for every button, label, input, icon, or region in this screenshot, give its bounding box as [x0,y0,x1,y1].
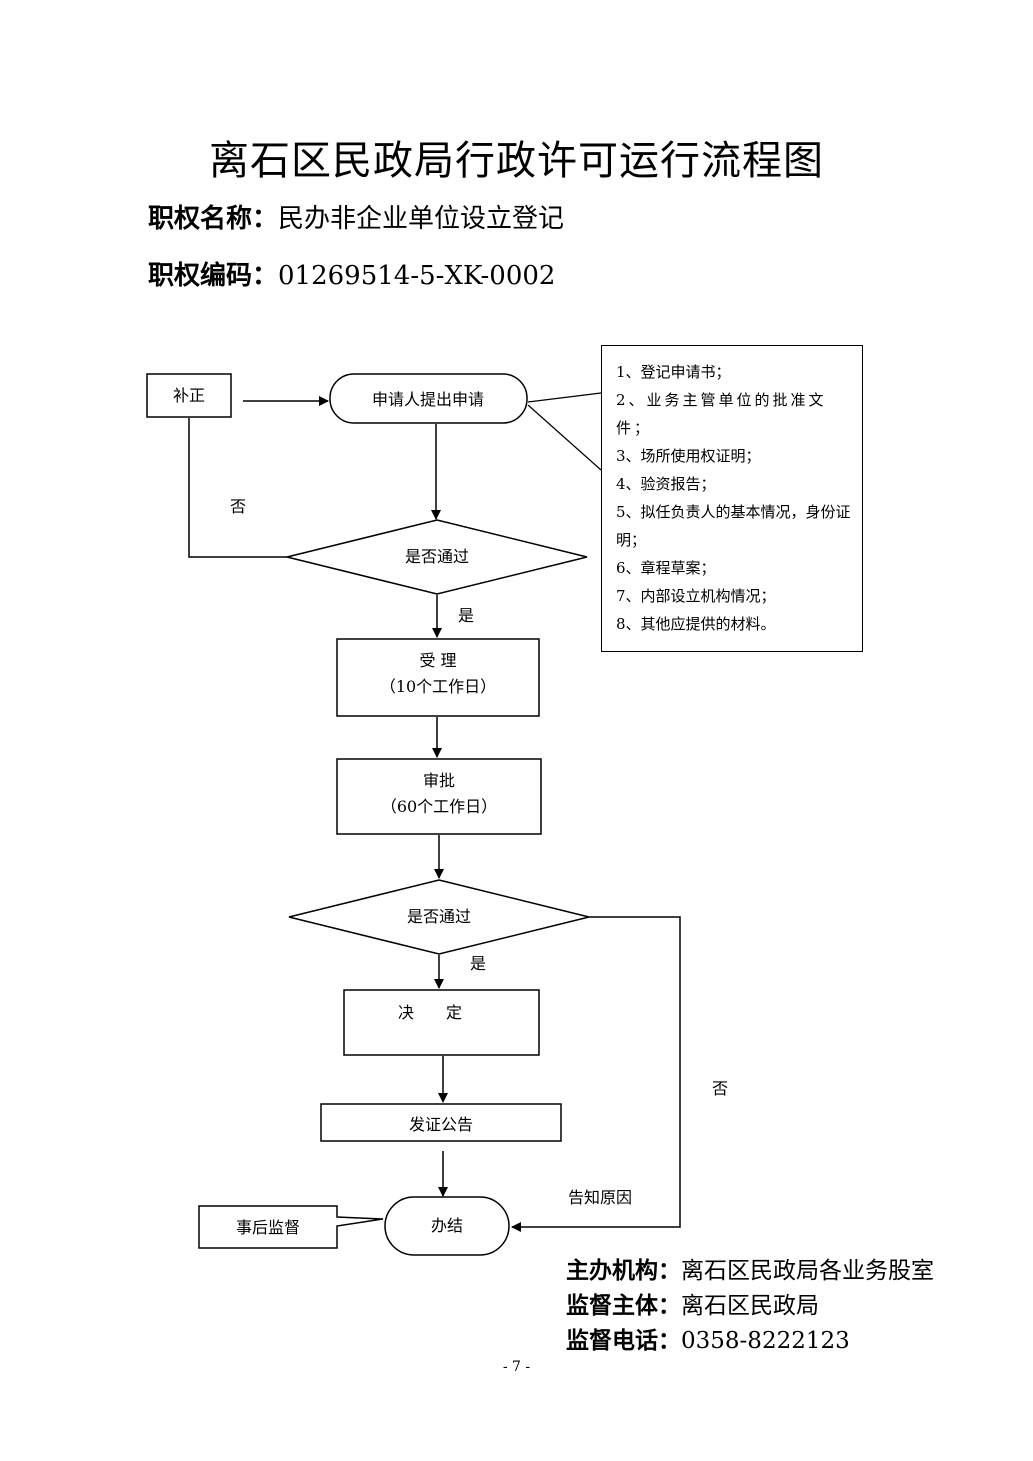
material-item: 6、章程草案； [616,559,716,577]
footer-sup-value: 离石区民政局 [681,1293,819,1319]
footer-tel: 监督电话：0358-8222123 [566,1324,934,1359]
decision2-label: 是否通过 [407,907,471,926]
material-item: 2、业务主管单位的批准文件； [616,391,827,437]
accept-box [336,638,540,717]
accept-title: 受 理 [419,651,456,670]
page-number: - 7 - [502,1359,531,1375]
label-yes-2: 是 [470,954,486,973]
decide-label: 决 定 [398,1003,462,1022]
edge-decision1-no [188,418,287,558]
page-title: 离石区民政局行政许可运行流程图 [209,138,824,184]
decision2-node [288,879,590,955]
finish-label: 办结 [431,1216,463,1235]
decision1-label: 是否通过 [405,547,469,566]
footer-org-label: 主办机构： [566,1258,681,1284]
material-item: 4、验资报告； [616,475,716,493]
approve-days: （60个工作日） [381,797,497,816]
apply-label: 申请人提出申请 [372,390,484,409]
material-item: 5、拟任负责人的基本情况，身份证明； [616,503,851,549]
materials-callout-2 [527,404,602,471]
certificate-label: 发证公告 [409,1115,473,1134]
label-reason: 告知原因 [568,1188,632,1207]
edge-decision2-no [511,916,681,1232]
correction-box [146,373,232,418]
correction-label: 补正 [173,386,205,405]
authority-code-label: 职权编码： [148,261,279,291]
authority-name-label: 职权名称： [148,204,279,234]
approve-title: 审批 [423,771,455,790]
apply-node [329,373,528,424]
material-item: 8、其他应提供的材料。 [616,615,776,633]
materials-callout [527,392,602,403]
material-item: 1、登记申请书； [616,363,731,381]
footer-sup-label: 监督主体： [566,1293,681,1319]
finish-node [384,1196,510,1256]
authority-name-value: 民办非企业单位设立登记 [278,204,565,234]
authority-name: 职权名称：民办非企业单位设立登记 [148,198,564,235]
footer-org: 主办机构：离石区民政局各业务股室 [566,1254,934,1289]
authority-code-value: 01269514-5-XK-0002 [278,261,556,291]
accept-days: （10个工作日） [380,677,496,696]
material-item: 3、场所使用权证明； [616,447,761,465]
footer-tel-value: 0358-8222123 [681,1328,850,1354]
authority-code: 职权编码：01269514-5-XK-0002 [148,255,555,292]
label-no-1: 否 [230,497,246,516]
supervise-label: 事后监督 [236,1218,300,1237]
decide-box [343,989,540,1056]
label-no-2: 否 [712,1079,728,1098]
decision1-node [286,519,588,595]
footer-tel-label: 监督电话： [566,1328,681,1354]
footer-org-value: 离石区民政局各业务股室 [681,1258,934,1284]
materials-list: 1、登记申请书； 2、业务主管单位的批准文件； 3、场所使用权证明； 4、验资报… [601,345,863,652]
approve-box [336,758,542,835]
certificate-box [320,1103,562,1142]
footer-info: 主办机构：离石区民政局各业务股室 监督主体：离石区民政局 监督电话：0358-8… [566,1254,934,1359]
material-item: 7、内部设立机构情况； [616,587,776,605]
supervise-callout [198,1205,384,1249]
footer-supervisor: 监督主体：离石区民政局 [566,1289,934,1324]
label-yes-1: 是 [458,606,474,625]
